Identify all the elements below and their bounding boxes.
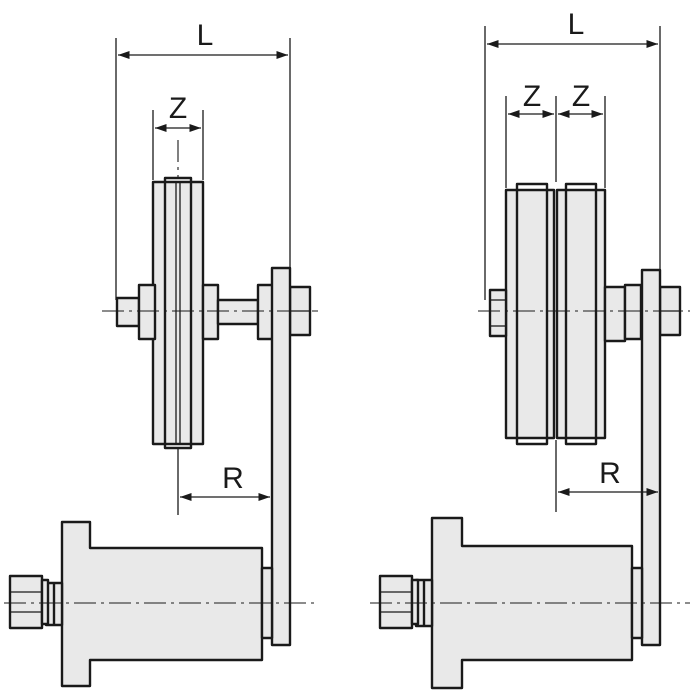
double-label-R: R	[599, 457, 621, 490]
single-bracket-plate	[270, 266, 292, 647]
single-base-housing	[8, 520, 274, 688]
single-roller-wheel	[151, 176, 205, 450]
single-label-R: R	[222, 462, 244, 495]
single-label-L: L	[197, 19, 214, 52]
single-label-Z: Z	[169, 92, 187, 125]
single-axle-bolt	[115, 283, 312, 341]
double-dimension-R: R	[555, 440, 658, 512]
single-center-lines	[4, 140, 318, 604]
single-dimension-R: R	[177, 448, 270, 515]
double-label-Z1: Z	[523, 80, 541, 113]
single-dimension-Z: Z	[152, 92, 204, 180]
double-bracket-plate	[640, 268, 662, 647]
double-label-L: L	[568, 8, 585, 41]
double-roller-wheels	[504, 182, 607, 446]
single-dimension-L: L	[115, 19, 291, 300]
double-dimension-Z: Z Z	[505, 80, 606, 188]
double-center-lines	[370, 310, 690, 604]
double-dimension-L: L	[484, 8, 661, 300]
double-label-Z2: Z	[572, 80, 590, 113]
single-roller-assembly: L Z	[4, 19, 318, 688]
double-roller-assembly: L Z Z	[370, 8, 690, 690]
